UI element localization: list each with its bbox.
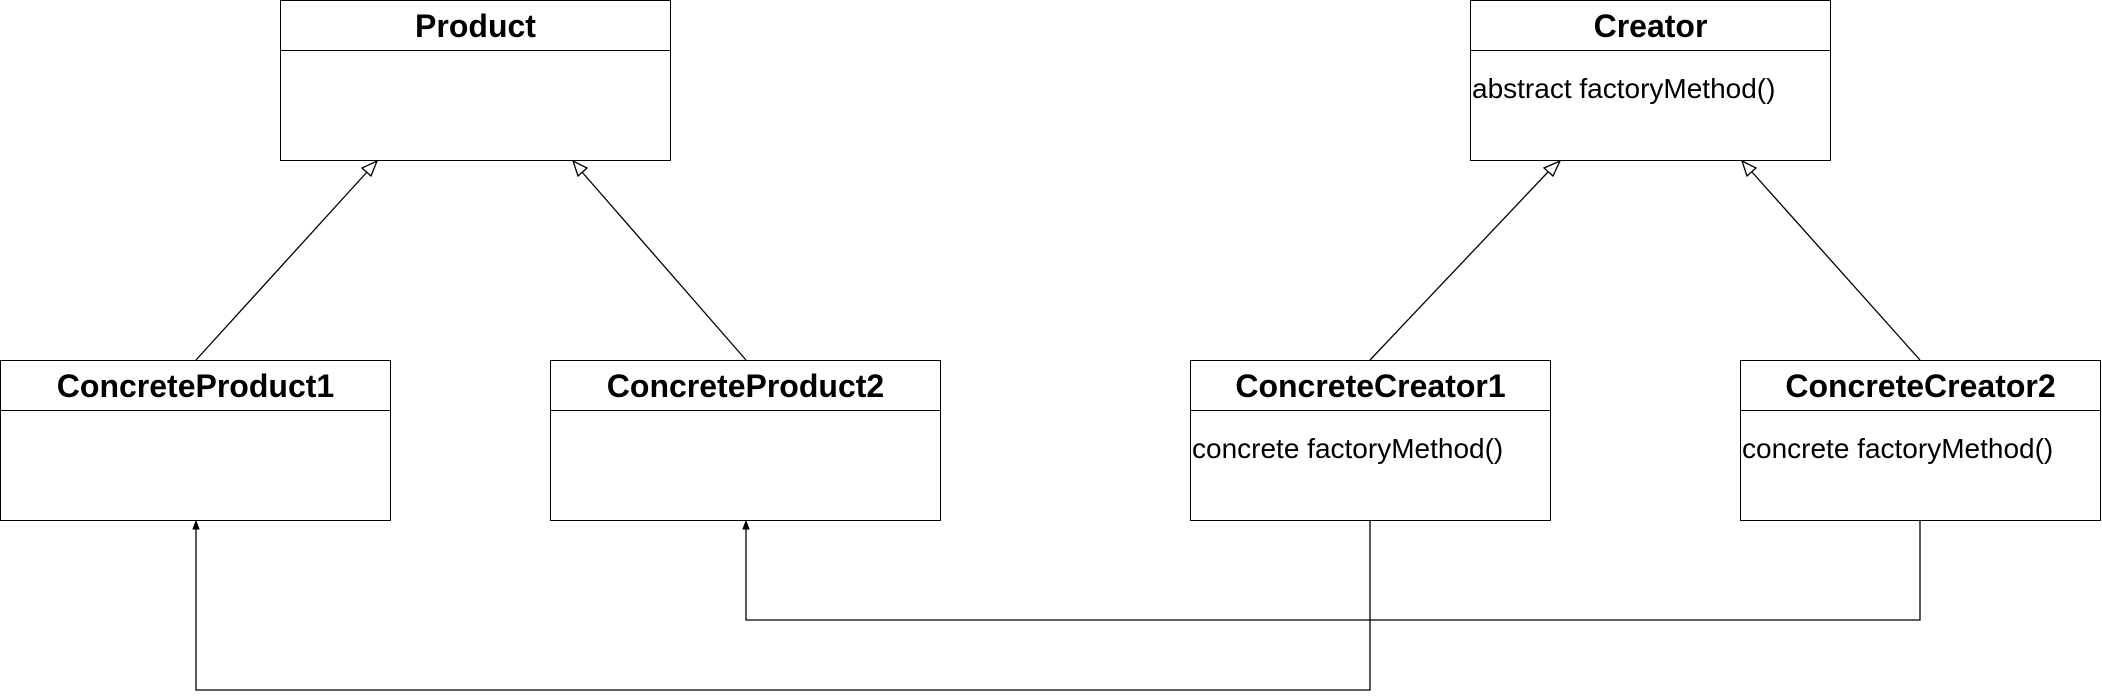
generalization-concretecreator2-to-creator xyxy=(1740,159,1921,361)
generalization-concreteproduct1-to-product xyxy=(195,159,379,361)
class-operations: abstract factoryMethod() xyxy=(1471,51,1830,105)
class-operations xyxy=(1,411,390,433)
generalization-concreteproduct2-to-product xyxy=(571,159,747,361)
class-product[interactable]: Product xyxy=(280,0,671,161)
class-concrete-product-1[interactable]: ConcreteProduct1 xyxy=(0,360,391,521)
class-name: ConcreteProduct1 xyxy=(1,361,390,411)
class-operations: concrete factoryMethod() xyxy=(1191,411,1550,465)
class-name: Creator xyxy=(1471,1,1830,51)
class-name: ConcreteCreator2 xyxy=(1741,361,2100,411)
dependency-concretecreator2-to-concreteproduct2 xyxy=(742,519,1921,621)
class-operations: concrete factoryMethod() xyxy=(1741,411,2100,465)
class-operations xyxy=(281,51,670,73)
class-name: Product xyxy=(281,1,670,51)
operation: concrete factoryMethod() xyxy=(1192,433,1504,464)
operation: concrete factoryMethod() xyxy=(1742,433,2054,464)
class-concrete-creator-2[interactable]: ConcreteCreator2 concrete factoryMethod(… xyxy=(1740,360,2101,521)
operation: abstract factoryMethod() xyxy=(1472,73,1776,104)
class-concrete-product-2[interactable]: ConcreteProduct2 xyxy=(550,360,941,521)
generalization-concretecreator1-to-creator xyxy=(1369,159,1562,361)
class-name: ConcreteCreator1 xyxy=(1191,361,1550,411)
class-creator[interactable]: Creator abstract factoryMethod() xyxy=(1470,0,1831,161)
class-operations xyxy=(551,411,940,433)
class-concrete-creator-1[interactable]: ConcreteCreator1 concrete factoryMethod(… xyxy=(1190,360,1551,521)
class-name: ConcreteProduct2 xyxy=(551,361,940,411)
dependency-concretecreator1-to-concreteproduct1 xyxy=(192,519,1371,691)
